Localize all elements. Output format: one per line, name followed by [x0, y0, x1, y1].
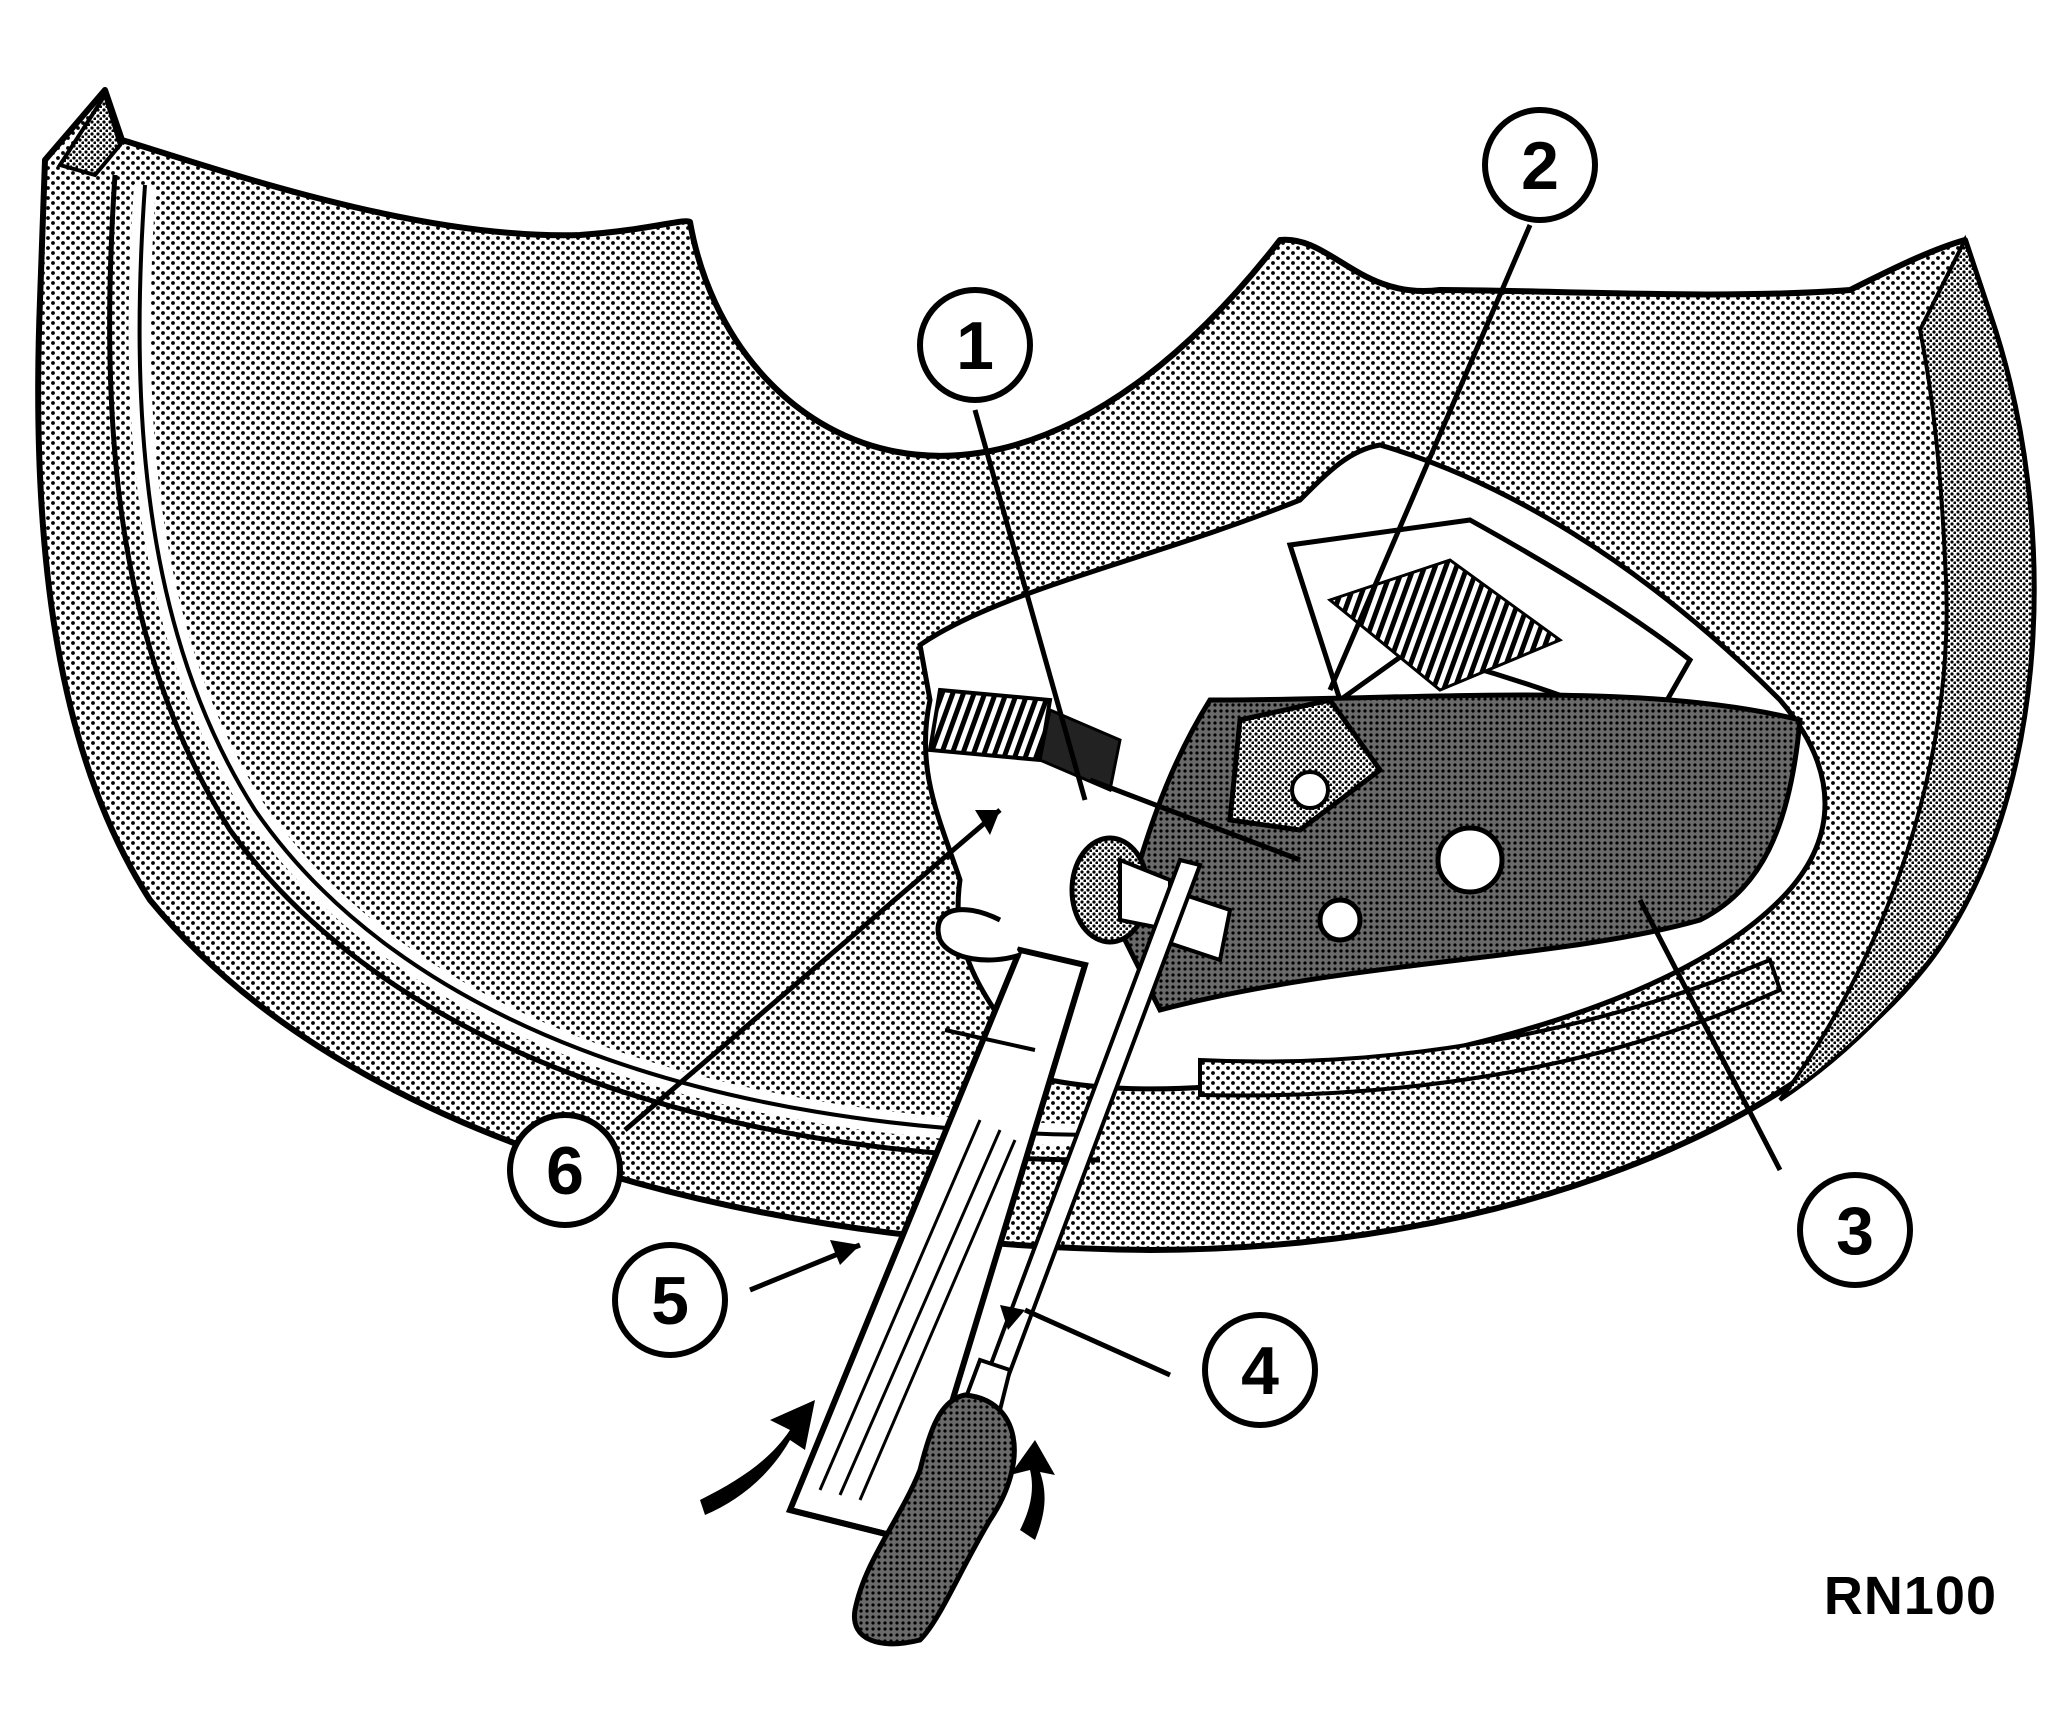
figure-code: RN100 — [1823, 1566, 1997, 1626]
adjuster-spring — [927, 687, 1122, 793]
callout-6: 6 — [507, 1112, 623, 1228]
callout-label-2: 2 — [1521, 128, 1559, 204]
callout-label-1: 1 — [956, 308, 994, 384]
direction-arrows — [700, 810, 1055, 1540]
callout-2: 2 — [1482, 107, 1598, 223]
callout-3: 3 — [1797, 1172, 1913, 1288]
callout-4: 4 — [1202, 1312, 1318, 1428]
callout-1: 1 — [917, 287, 1033, 403]
leader-lines — [623, 224, 1783, 1378]
callout-5: 5 — [612, 1242, 728, 1358]
callout-label-6: 6 — [546, 1133, 584, 1209]
callout-label-3: 3 — [1836, 1193, 1874, 1269]
callout-label-4: 4 — [1241, 1333, 1279, 1409]
lever-tool — [851, 857, 1203, 1647]
brake-shoe — [1117, 517, 1803, 1098]
callout-label-5: 5 — [651, 1263, 689, 1339]
